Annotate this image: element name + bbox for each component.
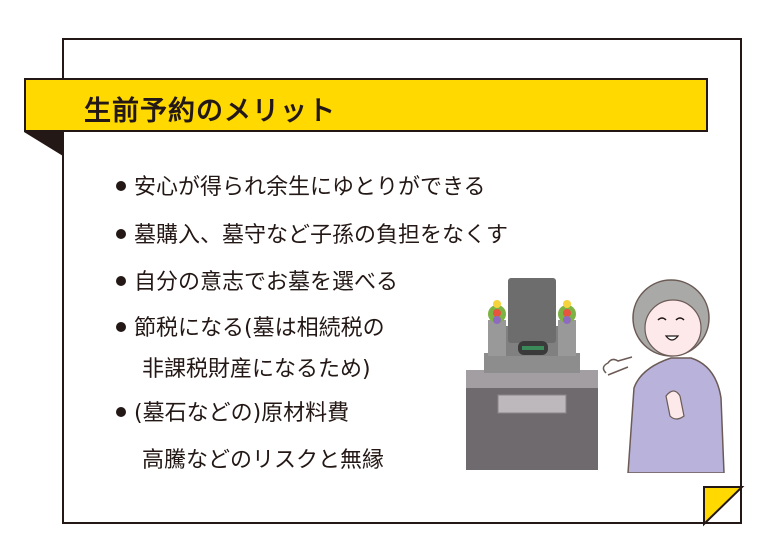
- list-item: (墓石などの)原材料費: [116, 401, 349, 427]
- flower-icon: [488, 300, 576, 324]
- banner-fold: [24, 132, 63, 156]
- item-text-continued: 高騰などのリスクと無縁: [142, 448, 385, 473]
- gravestone-icon: [466, 278, 598, 470]
- elderly-woman-icon: [627, 279, 725, 473]
- item-text: 節税になる(墓は相続税の: [134, 316, 385, 341]
- bullet-icon: [116, 181, 126, 191]
- item-text: 墓購入、墓守など子孫の負担をなくす: [134, 223, 509, 248]
- item-text: 安心が得られ余生にゆとりができる: [134, 175, 486, 200]
- list-item: 節税になる(墓は相続税の: [116, 316, 385, 342]
- bullet-icon: [116, 407, 126, 417]
- bullet-icon: [116, 276, 126, 286]
- grave-and-woman-illustration: [466, 278, 725, 473]
- sigh-icon: [602, 356, 633, 376]
- list-item: 安心が得られ余生にゆとりができる: [116, 175, 486, 201]
- bullet-icon: [116, 229, 126, 239]
- list-item: 自分の意志でお墓を選べる: [116, 270, 398, 296]
- bullet-icon: [116, 322, 126, 332]
- title-banner: 生前予約のメリット: [24, 78, 708, 132]
- page-title: 生前予約のメリット: [84, 96, 336, 127]
- item-text-continued: 非課税財産になるため): [142, 357, 371, 382]
- list-item: 墓購入、墓守など子孫の負担をなくす: [116, 223, 508, 249]
- item-text: (墓石などの)原材料費: [134, 401, 350, 426]
- item-text: 自分の意志でお墓を選べる: [134, 270, 399, 295]
